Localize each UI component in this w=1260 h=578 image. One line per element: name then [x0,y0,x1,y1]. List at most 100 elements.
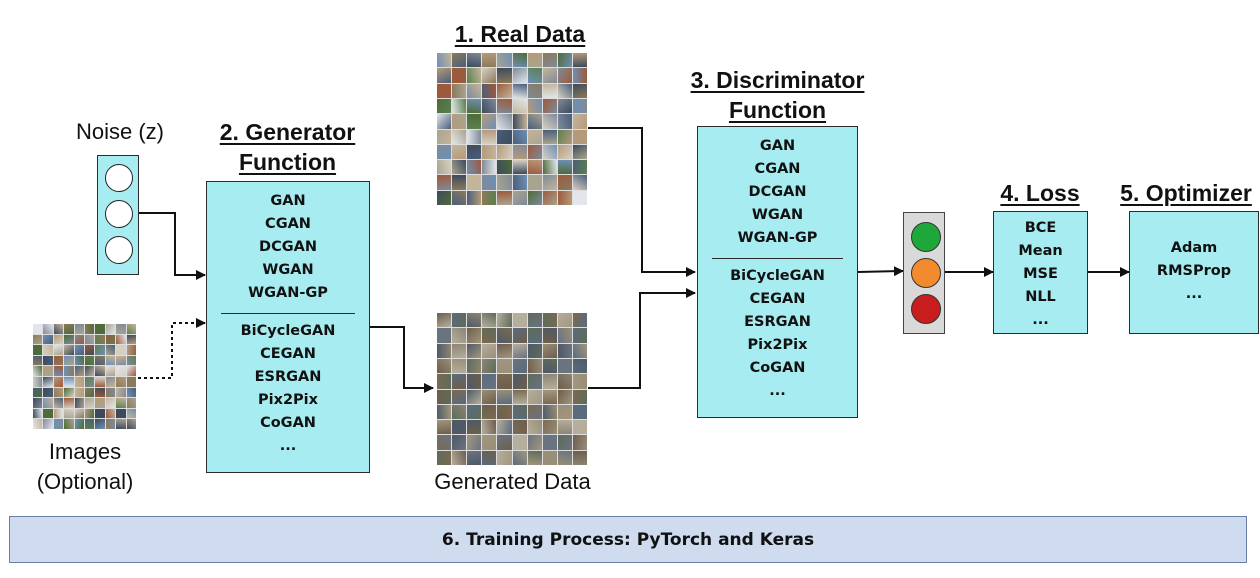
image-tile [126,324,136,334]
image-tile [542,313,557,328]
image-tile [74,366,84,376]
image-tile [527,98,542,114]
image-tile [527,343,542,358]
image-tile [452,83,467,98]
image-tile [105,398,116,408]
image-tile [116,398,126,408]
image-tile [74,334,84,345]
image-tile [542,68,557,83]
image-tile [84,324,95,334]
image-tile [482,68,497,83]
image-tile [482,129,497,144]
image-tile [467,83,482,98]
image-tile [437,328,452,343]
loss-item: BCE [1024,220,1057,236]
image-tile [572,450,587,465]
image-tile [557,404,572,420]
image-tile [437,358,452,374]
image-tile [105,355,116,366]
image-tile [105,377,116,387]
image-tile [105,334,116,345]
image-tile [84,398,95,408]
image-tile [497,313,512,328]
image-tile [33,419,43,429]
traffic-light [903,212,945,334]
image-tile [527,83,542,98]
arrow-noise-to-generator [138,212,206,280]
noise-node-2 [105,200,133,228]
arrow-real-to-discriminator [588,127,696,277]
image-tile [572,129,587,144]
image-tile [437,144,452,160]
image-tile [126,408,136,419]
image-tile [467,313,482,328]
generator-model-item: CEGAN [260,346,316,362]
image-tile [437,420,452,435]
image-tile [116,345,126,355]
image-tile [557,450,572,465]
image-tile [482,343,497,358]
image-tile [527,313,542,328]
image-tile [527,374,542,389]
optimizer-item: ... [1185,286,1203,302]
image-tile [126,355,136,366]
image-tile [43,324,53,334]
arrow-generated-to-discriminator [588,288,696,389]
image-tile [84,419,95,429]
image-tile [116,324,126,334]
image-tile [512,435,527,450]
image-tile [512,144,527,160]
image-tile [437,68,452,83]
image-tile [437,374,452,389]
optimizer-heading: 5. Optimizer [1120,180,1252,206]
image-tile [482,404,497,420]
image-tile [542,53,557,68]
image-tile [572,358,587,374]
image-tile [527,420,542,435]
discriminator-model-item: WGAN-GP [737,230,818,246]
image-tile [557,53,572,68]
image-tile [33,334,43,345]
image-tile [557,175,572,190]
image-tile [452,190,467,205]
generator-model-item: WGAN-GP [248,285,328,301]
image-tile [126,387,136,398]
discriminator-model-item: WGAN [751,207,804,223]
image-tile [572,190,587,205]
image-tile [512,160,527,175]
generator-model-item: CoGAN [260,415,316,431]
image-tile [452,435,467,450]
image-tile [452,328,467,343]
image-tile [557,114,572,129]
image-tile [467,144,482,160]
training-process-banner: 6. Training Process: PyTorch and Keras [9,516,1247,563]
image-tile [512,98,527,114]
image-tile [482,313,497,328]
image-tile [497,435,512,450]
image-tile [33,398,43,408]
image-tile [497,160,512,175]
image-tile [527,114,542,129]
image-tile [497,404,512,420]
images-label-line2: (Optional) [36,469,134,494]
generator-model-item: ESRGAN [254,369,322,385]
image-tile [542,114,557,129]
image-tile [53,334,64,345]
image-tile [572,328,587,343]
image-tile [33,355,43,366]
image-tile [512,328,527,343]
image-tile [557,343,572,358]
image-tile [452,175,467,190]
generator-model-item: BiCycleGAN [240,323,336,339]
image-tile [452,404,467,420]
image-tile [542,83,557,98]
image-tile [557,129,572,144]
image-tile [557,160,572,175]
image-tile [84,408,95,419]
image-tile [105,387,116,398]
image-tile [95,345,105,355]
image-tile [572,389,587,404]
image-tile [542,144,557,160]
image-tile [452,114,467,129]
